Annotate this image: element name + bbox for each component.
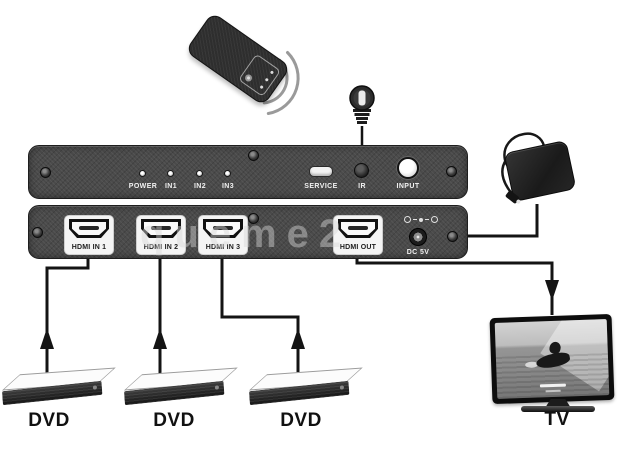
hdmi-in-1-label: HDMI IN 1 xyxy=(71,244,107,251)
hdmi-in-1-port: HDMI IN 1 xyxy=(65,216,113,254)
ir-label: IR xyxy=(358,183,366,190)
dc-5v-label: DC 5V xyxy=(406,249,430,256)
arrow-down-icon xyxy=(545,280,559,301)
hdmi-in-3-label: HDMI IN 3 xyxy=(205,244,241,251)
hdmi-in-2-label: HDMI IN 2 xyxy=(143,244,179,251)
input-label: INPUT xyxy=(396,183,420,190)
remote-power-button-icon xyxy=(246,75,251,81)
dvd-player-2 xyxy=(121,366,238,413)
power-led-label: POWER xyxy=(128,183,158,190)
dvd-1-label: DVD xyxy=(28,410,70,431)
input-select-button xyxy=(397,157,419,179)
switch-rear-panel: HDMI IN 1 HDMI IN 2 HDMI IN 3 HDMI OUT D… xyxy=(28,205,468,259)
power-led xyxy=(139,170,146,177)
screw-icon xyxy=(248,150,259,161)
ir-window-icon xyxy=(358,90,366,106)
arrow-up-icon xyxy=(291,328,305,349)
hdmi-out-label: HDMI OUT xyxy=(339,244,377,251)
power-cable-line xyxy=(466,204,539,238)
hdmi-connector-icon xyxy=(203,219,243,238)
switch-front-panel: POWER IN1 IN2 IN3 SERVICE IR INPUT xyxy=(28,145,468,199)
in3-led xyxy=(224,170,231,177)
dvd-player-3 xyxy=(246,366,363,413)
tv-label: TV xyxy=(544,409,570,430)
tv-stand-neck xyxy=(545,399,571,408)
tv xyxy=(489,313,615,405)
cable-dvd3-to-hdmi-in-3 xyxy=(220,253,300,375)
ir-sensor xyxy=(354,163,369,178)
arrow-up-icon xyxy=(153,328,167,349)
screw-icon xyxy=(32,227,43,238)
in2-led-label: IN2 xyxy=(193,183,207,190)
tv-stand-base xyxy=(521,406,595,412)
dvd-2-label: DVD xyxy=(153,410,195,431)
tv-screen xyxy=(494,319,610,399)
polarity-icon xyxy=(404,216,438,223)
hdmi-connector-icon xyxy=(338,219,378,238)
screw-icon xyxy=(248,213,259,224)
hdmi-connector-icon xyxy=(141,219,181,238)
cable-dvd1-to-hdmi-in-1 xyxy=(45,253,90,375)
in1-led xyxy=(167,170,174,177)
screw-icon xyxy=(446,166,457,177)
hdmi-out-port: HDMI OUT xyxy=(334,216,382,254)
in1-led-label: IN1 xyxy=(164,183,178,190)
in2-led xyxy=(196,170,203,177)
dc-power-jack xyxy=(409,228,427,246)
arrow-up-icon xyxy=(40,328,54,349)
screw-icon xyxy=(447,231,458,242)
hdmi-in-2-port: HDMI IN 2 xyxy=(137,216,185,254)
screw-icon xyxy=(40,167,51,178)
service-label: SERVICE xyxy=(304,183,338,190)
remote-button-icon xyxy=(259,85,264,90)
cable-hdmi-out-to-tv xyxy=(355,251,554,315)
in3-led-label: IN3 xyxy=(221,183,235,190)
dvd-player-1 xyxy=(0,366,116,413)
ir-receiver xyxy=(349,85,375,147)
dvd-3-label: DVD xyxy=(280,410,322,431)
hdmi-connector-icon xyxy=(69,219,109,238)
remote-button-icon xyxy=(264,77,269,82)
hdmi-in-3-port: HDMI IN 3 xyxy=(199,216,247,254)
remote-button-icon xyxy=(269,70,275,75)
service-usb-port xyxy=(310,167,332,176)
